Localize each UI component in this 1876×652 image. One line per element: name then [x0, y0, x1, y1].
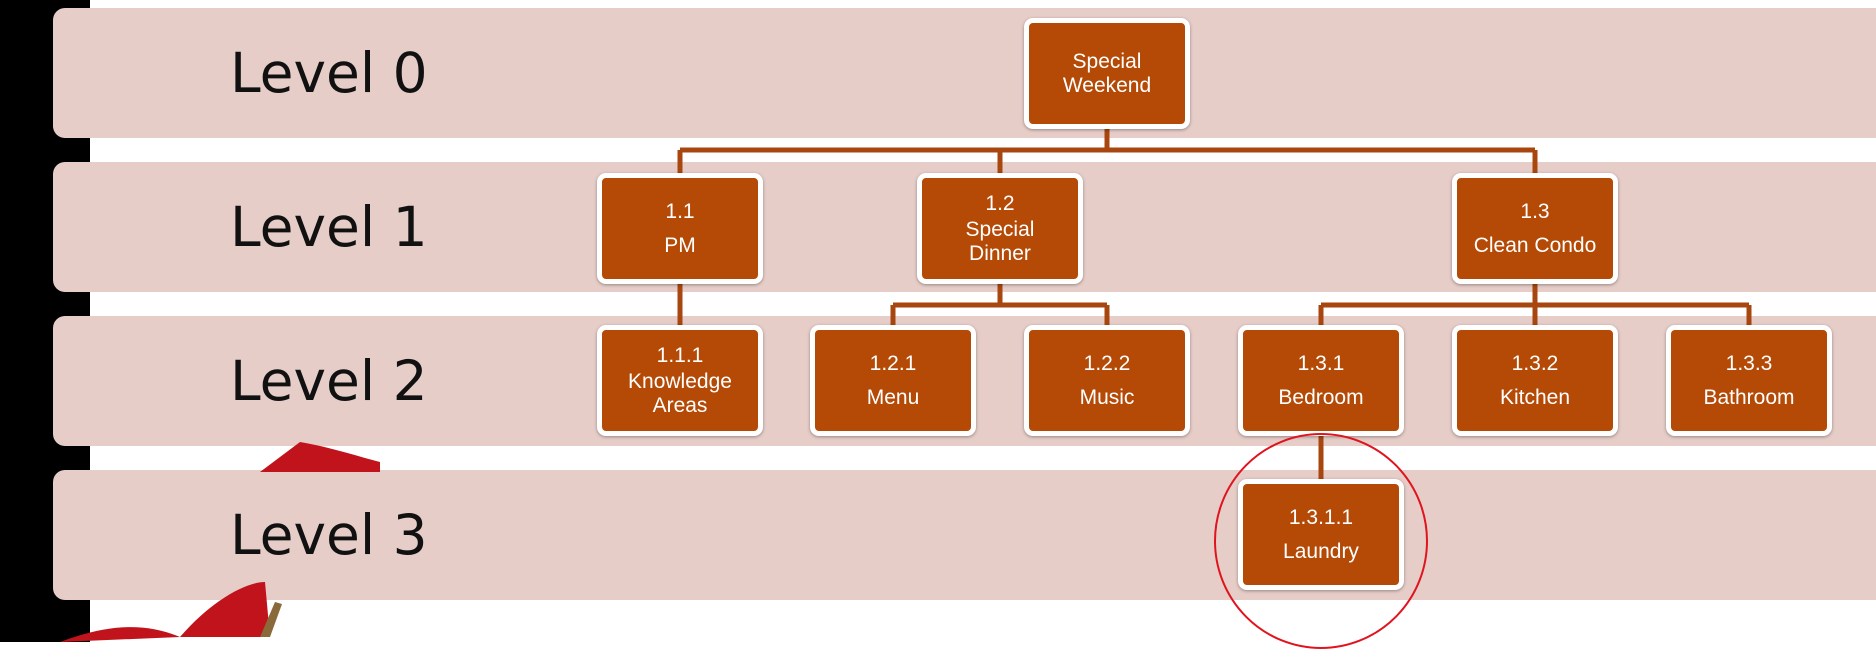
node-1-2-2-music: 1.2.2 Music [1024, 325, 1190, 436]
node-1-2-1-menu: 1.2.1 Menu [810, 325, 976, 436]
node-1-3-1-1-laundry: 1.3.1.1 Laundry [1238, 479, 1404, 590]
node-label: Clean Condo [1473, 233, 1597, 257]
node-code: 1.3.3 [1725, 351, 1773, 375]
level-band-3 [53, 470, 1876, 600]
node-label: PM [664, 233, 696, 257]
node-1-3-1-bedroom: 1.3.1 Bedroom [1238, 325, 1404, 436]
node-label: Bedroom [1278, 385, 1364, 409]
node-1-3-2-kitchen: 1.3.2 Kitchen [1452, 325, 1618, 436]
node-label: Special Dinner [965, 217, 1035, 265]
level-band-0 [53, 8, 1876, 138]
node-code: 1.1 [665, 199, 695, 223]
node-1-1-pm: 1.1 PM [597, 173, 763, 284]
level-label-2: Level 2 [230, 349, 428, 413]
node-1-3-clean-condo: 1.3 Clean Condo [1452, 173, 1618, 284]
node-label: Kitchen [1499, 385, 1571, 409]
node-special-weekend: Special Weekend [1024, 18, 1190, 129]
node-label: Menu [866, 385, 920, 409]
node-code: 1.1.1 [656, 343, 704, 367]
highlight-circle [1214, 433, 1428, 649]
node-label: Bathroom [1703, 385, 1795, 409]
node-1-2-special-dinner: 1.2 Special Dinner [917, 173, 1083, 284]
node-code: 1.3.2 [1511, 351, 1559, 375]
node-code: 1.3 [1520, 199, 1550, 223]
node-code: 1.2.1 [869, 351, 917, 375]
node-label: Knowledge Areas [628, 369, 732, 417]
node-code: 1.3.1 [1297, 351, 1345, 375]
node-code: 1.2 [985, 191, 1015, 215]
level-label-0: Level 0 [230, 41, 428, 105]
level-label-3: Level 3 [230, 503, 428, 567]
level-label-1: Level 1 [230, 195, 428, 259]
node-code: 1.3.1.1 [1288, 505, 1354, 529]
node-label: Music [1079, 385, 1135, 409]
node-label: Special Weekend [1062, 49, 1152, 97]
node-code: 1.2.2 [1083, 351, 1131, 375]
node-label: Laundry [1283, 539, 1359, 563]
node-1-3-3-bathroom: 1.3.3 Bathroom [1666, 325, 1832, 436]
node-1-1-1-knowledge-areas: 1.1.1 Knowledge Areas [597, 325, 763, 436]
red-decoration [60, 442, 380, 642]
